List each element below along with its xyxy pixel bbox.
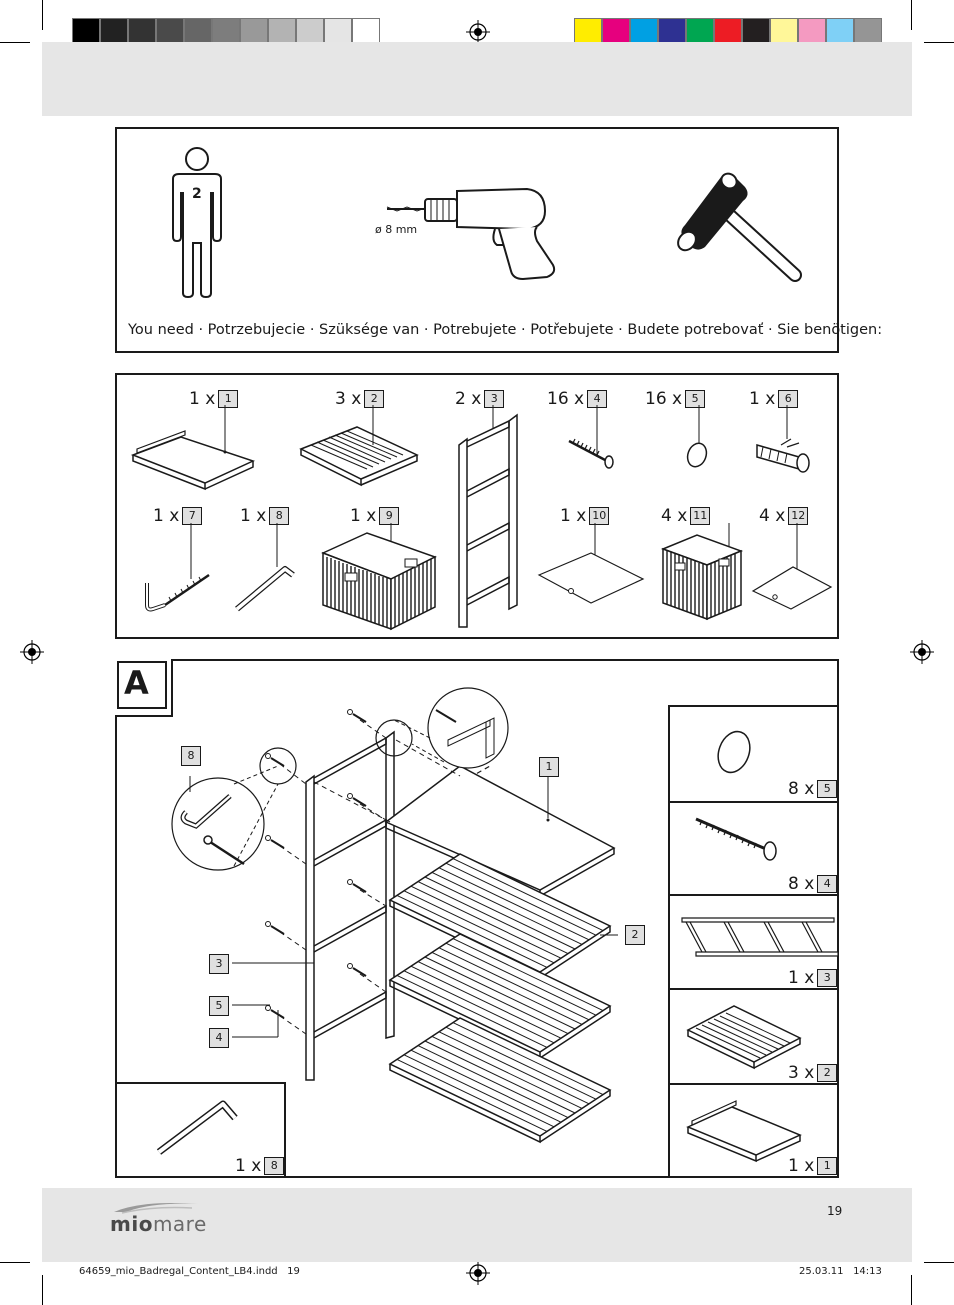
footer-band: [42, 1188, 912, 1262]
large-panel-drawing: [537, 523, 645, 604]
tools-box: 2 ø 8 mm You need · Potrzebujecie · Szük…: [115, 127, 882, 353]
color-swatch: [658, 18, 686, 46]
miomare-logo-swoosh: [114, 1203, 198, 1214]
screw-drawing: [568, 405, 614, 469]
callout-5: 5: [209, 996, 229, 1016]
assembly-screw: [265, 753, 285, 767]
shelf-board-icon: [686, 1100, 802, 1163]
gray-swatch: [184, 18, 212, 46]
color-swatch: [854, 18, 882, 46]
color-swatch: [602, 18, 630, 46]
color-swatch: [742, 18, 770, 46]
assembly-drawing: [171, 687, 618, 1144]
gray-swatch: [240, 18, 268, 46]
gray-swatch: [128, 18, 156, 46]
callout-4: 4: [209, 1028, 229, 1048]
drill-icon: [386, 187, 556, 281]
brand-mare: mare: [152, 1212, 207, 1236]
cap-drawing: [686, 405, 708, 468]
page-number: 19: [827, 1204, 843, 1218]
small-basket-drawing: [660, 523, 744, 621]
gray-swatch: [72, 18, 100, 46]
persons-count: 2: [192, 186, 202, 202]
hammer-icon: [677, 172, 802, 282]
assembly-screw: [347, 879, 367, 893]
step-a-letter: A: [124, 664, 149, 702]
callout-3: 3: [209, 954, 229, 974]
shelf-board-drawing: [130, 405, 256, 491]
registration-mark-top: [466, 20, 490, 44]
color-swatch: [714, 18, 742, 46]
footer-file: 64659_mio_Badregal_Content_LB4.indd 19: [79, 1266, 300, 1277]
slatted-shelf-drawing: [299, 405, 419, 487]
gray-swatch: [100, 18, 128, 46]
assembly-screw: [265, 921, 285, 935]
assembly-screw: [265, 835, 285, 849]
brand-logo: miomare: [110, 1212, 207, 1236]
callout-1: 1: [539, 757, 559, 777]
registration-mark-right: [910, 640, 934, 664]
assembly-slatted-shelf: [388, 1017, 612, 1144]
brand-mio: mio: [110, 1212, 153, 1236]
allen-key-icon: [156, 1100, 238, 1155]
step-label: [117, 661, 167, 709]
small-panel-drawing: [751, 523, 833, 610]
screw-icon: [695, 817, 777, 861]
person-icon: [172, 147, 222, 299]
you-need-text: You need · Potrzebujecie · Szüksége van …: [128, 322, 883, 338]
registration-mark-bottom: [466, 1261, 490, 1285]
color-swatch: [826, 18, 854, 46]
gray-swatch: [156, 18, 184, 46]
footer-date: 25.03.11 14:13: [799, 1266, 882, 1277]
color-swatch: [574, 18, 602, 46]
cap-icon: [717, 730, 751, 774]
drill-bit-size: ø 8 mm: [375, 223, 418, 236]
ladder-frame-icon: [681, 917, 839, 957]
gray-swatch: [212, 18, 240, 46]
registration-mark-left: [20, 640, 44, 664]
gray-swatch: [352, 18, 380, 46]
header-band: [42, 42, 912, 116]
callout-8: 8: [181, 746, 201, 766]
assembly-screw: [347, 709, 367, 723]
color-swatch: [686, 18, 714, 46]
large-basket-drawing: [321, 523, 437, 631]
assembly-screw: [265, 1005, 285, 1019]
assembly-screw: [347, 793, 367, 807]
assembly-screw: [347, 963, 367, 977]
hook-screw-drawing: [145, 523, 210, 612]
allen-key-drawing: [235, 523, 295, 612]
ladder-frame-drawing: [458, 405, 518, 628]
slatted-shelf-icon: [686, 1005, 802, 1070]
wall-plug-drawing: [756, 405, 810, 473]
callout-2: 2: [625, 925, 645, 945]
